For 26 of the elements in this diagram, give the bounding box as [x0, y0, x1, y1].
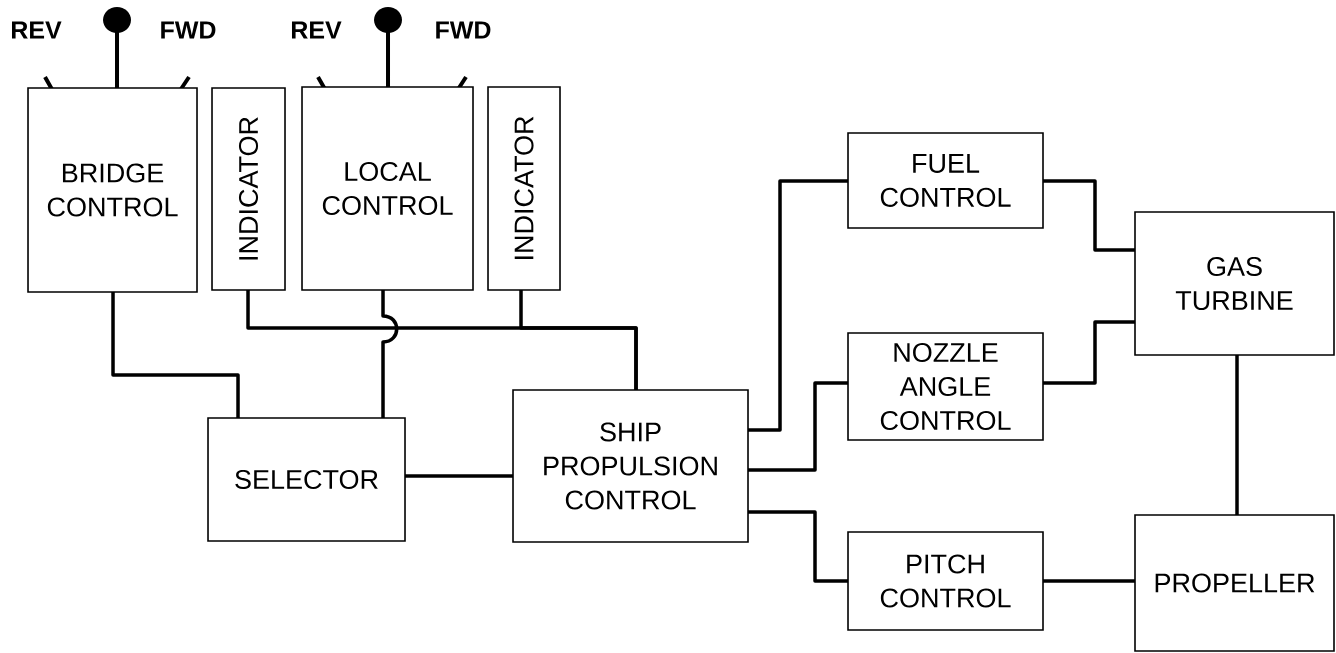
- lever-label: REV: [12, 21, 62, 39]
- connector-line: [1235, 355, 1239, 515]
- indicator-box: INDICATOR: [211, 87, 286, 291]
- connector-line: [405, 474, 513, 478]
- block-box: LOCAL CONTROL: [301, 86, 474, 291]
- lever-label: REV: [292, 21, 342, 39]
- connector-line: [748, 510, 848, 583]
- indicator-box: INDICATOR: [487, 86, 561, 291]
- block-box: BRIDGE CONTROL: [27, 87, 198, 293]
- connector-line: [381, 290, 399, 418]
- block-box: SHIP PROPULSION CONTROL: [512, 389, 749, 543]
- connector-line: [519, 290, 638, 390]
- block-box: GAS TURBINE: [1134, 211, 1335, 356]
- block-box: SELECTOR: [207, 417, 406, 542]
- connector-line: [111, 292, 240, 418]
- connector-line: [1043, 320, 1135, 385]
- connector-line: [748, 381, 848, 472]
- block-box: FUEL CONTROL: [847, 132, 1044, 229]
- block-box: PITCH CONTROL: [847, 531, 1044, 631]
- connector-line: [1043, 179, 1135, 252]
- block-box: PROPELLER: [1134, 514, 1335, 652]
- block-box: NOZZLE ANGLE CONTROL: [847, 332, 1044, 441]
- connector-line: [748, 179, 848, 432]
- connector-line: [1043, 579, 1135, 583]
- lever-label: FWD: [436, 21, 491, 39]
- lever-label: FWD: [161, 21, 216, 39]
